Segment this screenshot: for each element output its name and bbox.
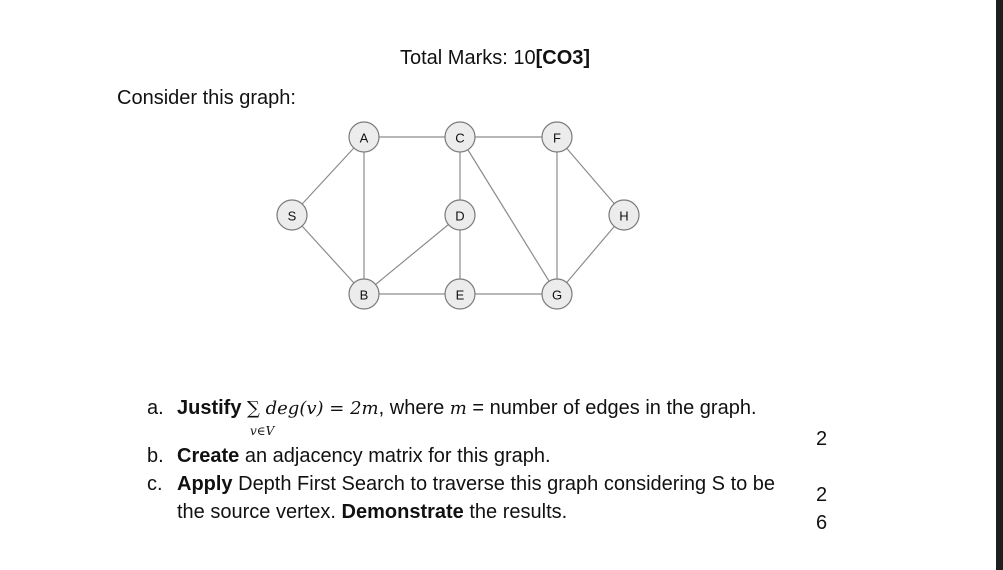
question-b-verb: Create: [177, 445, 240, 467]
question-a-marker: a.: [147, 397, 164, 419]
edge-s-a: [291, 136, 365, 216]
node-label: E: [456, 288, 465, 303]
intro-text: Consider this graph:: [117, 87, 296, 109]
question-c-text-2-pre: the source vertex.: [177, 501, 342, 523]
node-c: C: [444, 121, 476, 153]
node-e: E: [444, 278, 476, 310]
question-c-text-2-post: the results.: [463, 501, 568, 523]
node-label: D: [455, 209, 464, 224]
formula-body: deg(v): [265, 398, 324, 419]
graph-diagram: S A B C D E F G H: [276, 121, 640, 310]
formula-rhs: 2m: [350, 398, 379, 419]
sum-symbol: ∑: [247, 398, 260, 419]
question-c-line-2: the source vertex. Demonstrate the resul…: [177, 501, 567, 524]
question-b: b. Create an adjacency matrix for this gr…: [147, 445, 551, 468]
node-label: F: [553, 131, 561, 146]
edge-g-h: [556, 214, 625, 295]
node-f: F: [541, 121, 573, 153]
node-label: C: [455, 131, 464, 146]
node-label: G: [552, 288, 562, 303]
course-outcome-tag: [CO3]: [535, 47, 591, 69]
var-m: m: [449, 398, 467, 419]
node-label: S: [288, 209, 297, 224]
edge-c-g: [459, 136, 558, 295]
question-b-marker: b.: [147, 445, 164, 467]
node-h: H: [608, 199, 640, 231]
mark-a: 2: [816, 428, 828, 450]
question-c-text-1: Depth First Search to traverse this grap…: [232, 473, 776, 495]
total-marks-heading: Total Marks: 10[CO3]: [400, 47, 590, 70]
question-c-verb-2: Demonstrate: [341, 501, 464, 523]
total-marks-text: Total Marks: 10: [400, 47, 536, 69]
degree-sum-formula: ∑ deg(v) = 2m: [247, 398, 379, 419]
question-c-marker: c.: [147, 473, 163, 495]
node-b: B: [348, 278, 380, 310]
node-label: H: [619, 209, 628, 224]
node-label: B: [360, 288, 369, 303]
node-circle: [444, 121, 476, 153]
question-a-rest-post: = number of edges in the graph.: [466, 397, 757, 419]
node-circle: [348, 278, 380, 310]
formula-equals: =: [329, 398, 345, 419]
question-c: c. Apply Depth First Search to traverse t…: [147, 473, 775, 496]
question-b-text: an adjacency matrix for this graph.: [239, 445, 551, 467]
question-a-rest-pre: , where: [378, 397, 450, 419]
node-circle: [348, 121, 380, 153]
question-c-verb: Apply: [177, 473, 233, 495]
sum-subscript: v∈V: [250, 424, 275, 438]
node-g: G: [541, 278, 573, 310]
node-circle: [444, 278, 476, 310]
node-circle: [541, 278, 573, 310]
edge-s-b: [291, 214, 365, 295]
node-circle: [608, 199, 640, 231]
node-a: A: [348, 121, 380, 153]
node-circle: [444, 199, 476, 231]
edge-f-h: [556, 136, 625, 216]
node-label: A: [360, 131, 369, 146]
node-circle: [541, 121, 573, 153]
node-circle: [276, 199, 308, 231]
question-a-verb: Justify: [177, 397, 242, 419]
mark-c: 6: [816, 512, 828, 534]
mark-b: 2: [816, 484, 828, 506]
edge-d-b: [363, 214, 461, 295]
question-a: a. Justify ∑ deg(v) = 2m, where m = numbe…: [147, 397, 757, 420]
node-d: D: [444, 199, 476, 231]
window-edge: [996, 0, 1003, 570]
node-s: S: [276, 199, 308, 231]
